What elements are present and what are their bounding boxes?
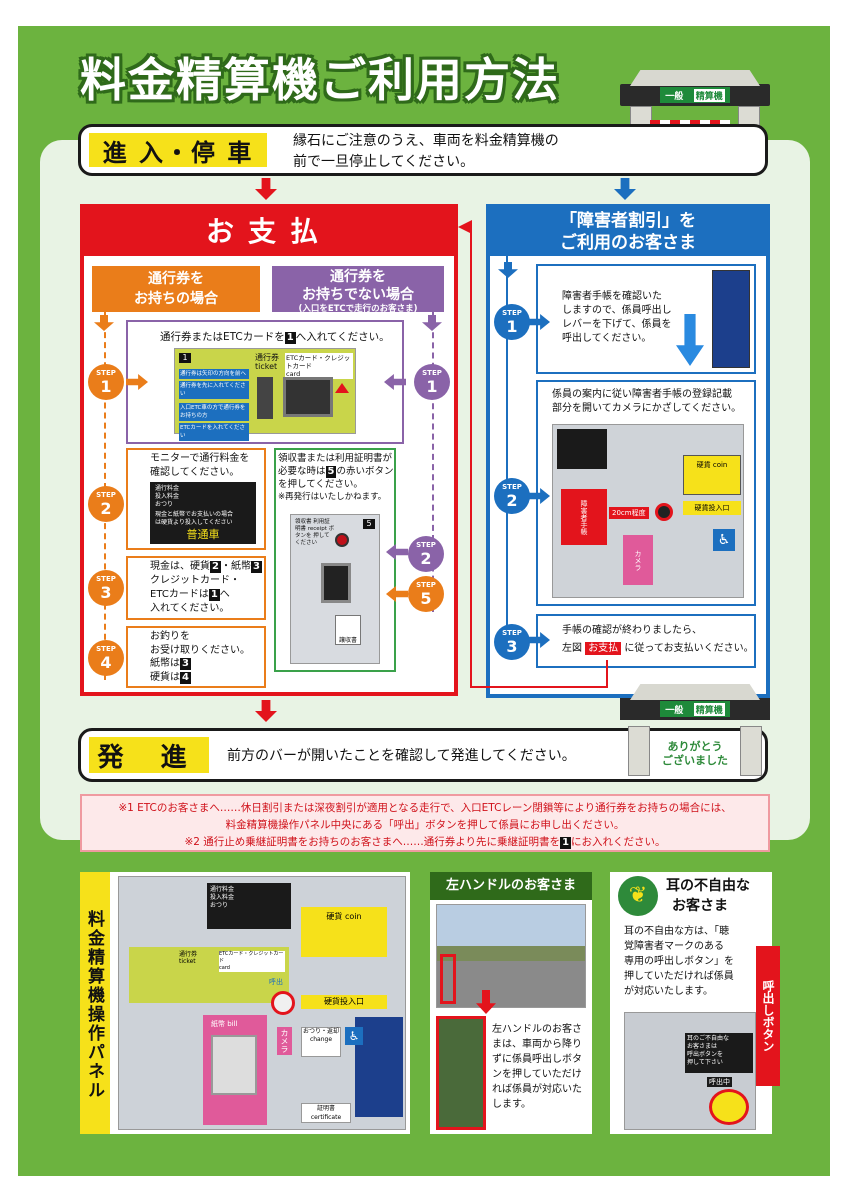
left-handle-text-2: まは、車両から降り: [492, 1039, 582, 1050]
hearing-text-1: 耳の不自由な方は、「聴: [624, 926, 729, 937]
payment-reference-tag: お支払: [585, 642, 622, 655]
hearing-text-3: 専用の呼出しボタン」を: [624, 956, 734, 967]
wheelchair-icon: ♿: [713, 529, 735, 551]
page-title: 料金精算機ご利用方法: [80, 53, 560, 107]
disability-step1-text-1: 障害者手帳を確認いた: [562, 291, 662, 302]
call-button-label: 呼出しボタン: [756, 946, 780, 1086]
payment-step4-box: [126, 626, 266, 688]
receipt-machine-photo: 領収書 利用証明書 receipt ボタンを 押して ください 5 讓収書: [290, 514, 380, 664]
note-1-line-1: ※1 ETCのお客さまへ……休日割引または深夜割引が適用となる走行で、入口ETC…: [118, 802, 732, 814]
camera-lens-icon: [655, 503, 673, 521]
gate-illustration-bottom: 一般 精算機 ありがとう ございました: [620, 684, 770, 780]
wheelchair-icon: ♿: [345, 1027, 363, 1045]
depart-bar: 発 進 前方のバーが開いたことを確認して発進してください。: [78, 728, 768, 782]
disability-step2-text-2: 部分を開いてカメラにかざしてください。: [552, 403, 742, 414]
depart-label: 発 進: [89, 737, 209, 773]
operation-panel-label: 料金精算機操作パネル: [84, 910, 104, 1100]
left-handle-road-photo: [436, 904, 586, 1008]
hearing-call-button[interactable]: [709, 1089, 749, 1125]
left-handle-text-3: ずに係員呼出しボタ: [492, 1054, 582, 1065]
hearing-text-5: が対応いたします。: [624, 986, 713, 997]
approach-label: 進 入・停 車: [89, 133, 267, 167]
payment-step3-box: [126, 556, 266, 620]
disability-step2-text-1: 係員の案内に従い障害者手帳の登録記載: [552, 389, 732, 400]
left-handle-pole-photo: [436, 1016, 486, 1130]
flow-line-red: [470, 226, 472, 686]
call-lever-photo: [712, 270, 750, 368]
call-button[interactable]: [271, 991, 295, 1015]
disability-camera-photo: 硬貨 coin 硬貨投入口 障害者手帳 20cm程度 カメラ ♿: [552, 424, 744, 598]
hearing-text-4: 押していただければ係員: [624, 971, 734, 982]
left-handle-text-1: 左ハンドルのお客さ: [492, 1024, 582, 1035]
gate-sign-machine: 精算機: [693, 88, 725, 102]
receipt-red-button[interactable]: [335, 533, 349, 547]
disability-step1-text-3: レバーを下げて、係員を: [562, 319, 672, 330]
approach-text-1: 縁石にご注意のうえ、車両を料金精算機の: [293, 133, 559, 149]
disability-book-icon: 障害者手帳: [561, 489, 607, 545]
disability-step3-box: [536, 614, 756, 668]
flow-line-purple: [432, 312, 434, 612]
disability-step1-text-2: しますので、係員呼出し: [562, 305, 672, 316]
disability-step3-text-1: 手帳の確認が終わりましたら、: [562, 625, 702, 636]
disability-heading: 「障害者割引」を ご利用のお客さま: [486, 204, 770, 256]
tab-with-ticket: 通行券を お持ちの場合: [92, 266, 260, 312]
fare-monitor: 通行料金 投入料金 おつり 現金と紙幣でお支払いの場合 は硬貨より投入してくださ…: [150, 482, 256, 544]
gate-sign-general: 一般: [665, 91, 684, 102]
tab-without-ticket: 通行券を お持ちでない場合 (入口をETCで走行のお客さま): [272, 266, 444, 314]
left-handle-title: 左ハンドルのお客さま: [430, 872, 592, 900]
hearing-title: 耳の不自由な お客さま: [666, 878, 750, 914]
hearing-call-photo: 耳のご不自由な お客さまは 呼出ボタンを 押して下さい 呼出中: [624, 1012, 756, 1130]
payment-step2-text-1: モニターで通行料金を: [150, 453, 250, 464]
approach-bar: 進 入・停 車 縁石にご注意のうえ、車両を料金精算機の 前で一旦停止してください…: [78, 124, 768, 176]
depart-thanks: ありがとう ございました: [662, 740, 728, 767]
payment-heading: お支払: [80, 204, 458, 256]
operation-panel-label-strip: [80, 872, 110, 1134]
notes-box: ※1 ETCのお客さまへ……休日割引または深夜割引が適用となる走行で、入口ETC…: [80, 794, 770, 852]
note-1-line-2: 料金精算機操作パネル中央にある「呼出」ボタンを押して係員にお申し出ください。: [225, 819, 625, 831]
depart-text: 前方のバーが開いたことを確認して発進してください。: [227, 748, 576, 764]
left-handle-text-4: ンを押していただけ: [492, 1069, 582, 1080]
payment-step2-text-2: 確認してください。: [150, 467, 240, 478]
left-handle-text-6: します。: [492, 1099, 531, 1110]
disability-step1-text-4: 呼出してください。: [562, 333, 652, 344]
approach-text-2: 前で一旦停止してください。: [293, 154, 475, 170]
hearing-mark-icon: ❦: [618, 876, 658, 916]
hearing-text-2: 覚障害者マークのある: [624, 941, 724, 952]
left-handle-text-5: れば係員が対応いた: [492, 1084, 582, 1095]
